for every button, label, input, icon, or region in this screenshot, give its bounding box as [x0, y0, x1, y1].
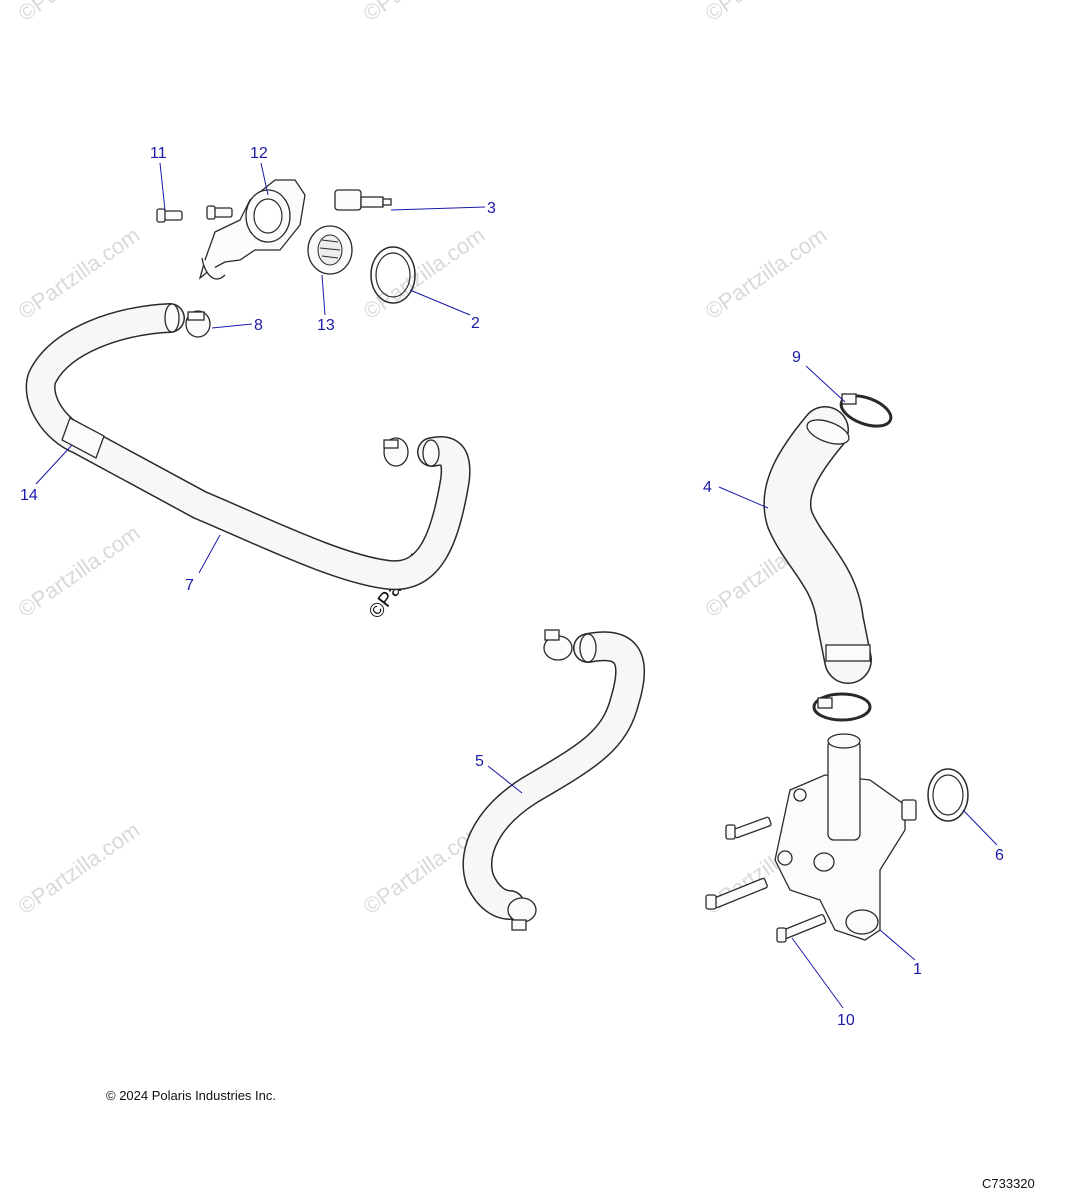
watermark: ©Partzilla.com [14, 817, 145, 919]
copyright-notice: © 2024 Polaris Industries Inc. [106, 1088, 276, 1103]
leader-9 [805, 365, 846, 403]
callout-2: 2 [471, 315, 480, 332]
callout-3: 3 [487, 200, 496, 217]
hose-clamp-14 [61, 417, 105, 459]
callout-13: 13 [317, 317, 335, 334]
watermark: ©Partzilla.com [359, 0, 490, 26]
watermark: ©Partzilla.com [359, 222, 490, 324]
hose-clamp [507, 897, 537, 931]
o-ring-6 [927, 768, 969, 822]
callout-4: 4 [703, 479, 712, 496]
callout-11: 11 [150, 145, 167, 162]
o-ring-2 [370, 246, 416, 304]
leader-11 [159, 162, 166, 211]
leader-3 [390, 206, 486, 211]
leader-10 [791, 937, 844, 1009]
watermark: ©Partzilla.com [14, 520, 145, 622]
leader-lines [35, 162, 998, 1009]
leader-6 [962, 809, 998, 846]
hose-clamp [543, 629, 573, 661]
bolt [725, 816, 772, 840]
watermark: ©Partzilla.com [14, 222, 145, 324]
thermostat-housing-12 [198, 179, 306, 280]
leader-14 [35, 444, 73, 485]
leader-13 [321, 274, 326, 316]
diagram-id: C733320 [982, 1176, 1035, 1191]
callout-6: 6 [995, 847, 1004, 864]
callout-7: 7 [185, 577, 194, 594]
hose-clamp-8 [185, 310, 211, 338]
hose-clamp [383, 437, 409, 467]
watermark: ©Partzilla.com [701, 222, 832, 324]
callout-10: 10 [837, 1012, 855, 1029]
bolt [206, 205, 233, 220]
hose-5 [462, 631, 645, 920]
hose-7 [25, 303, 471, 591]
callout-9: 9 [792, 349, 801, 366]
leader-2 [409, 289, 471, 316]
bolt [705, 877, 768, 910]
callout-8: 8 [254, 317, 263, 334]
callout-labels: 1 2 3 4 5 6 7 8 9 10 11 12 13 14 [20, 145, 1004, 1029]
hose-end [164, 303, 180, 333]
callout-12: 12 [250, 145, 268, 162]
leader-12 [260, 162, 269, 196]
hose-4 [763, 406, 872, 684]
thermostat-13 [307, 225, 353, 275]
leader-1 [879, 929, 916, 961]
leader-5 [487, 765, 523, 794]
leader-8 [211, 323, 253, 329]
callout-14: 14 [20, 487, 38, 504]
leader-4 [718, 486, 769, 509]
hose-end [422, 439, 440, 467]
water-pump-1 [774, 733, 917, 941]
callout-5: 5 [475, 753, 484, 770]
watermark: ©Partzilla.com [14, 0, 145, 26]
bolt-10 [776, 914, 827, 943]
watermark: ©Partzilla.com [701, 0, 832, 26]
hose-clamp [812, 692, 872, 722]
bolt-11 [156, 208, 183, 223]
temperature-sensor-3 [334, 189, 392, 211]
callout-1: 1 [913, 961, 922, 978]
leader-7 [198, 534, 221, 574]
